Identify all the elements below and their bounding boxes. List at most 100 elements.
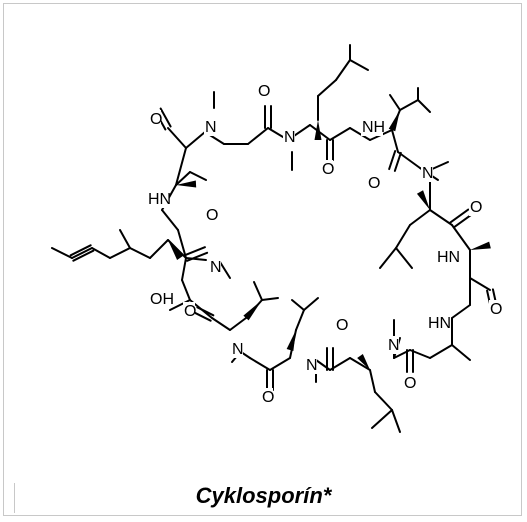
single-bond	[335, 59, 351, 81]
single-bond	[181, 279, 191, 301]
nitrogen-atom: N	[210, 259, 222, 276]
double-bond	[159, 107, 172, 128]
single-bond	[181, 257, 187, 281]
single-bond	[317, 79, 337, 97]
double-bond	[193, 311, 212, 322]
double-bond	[449, 208, 470, 224]
oxygen-atom: O	[404, 375, 416, 392]
single-bond	[291, 299, 305, 311]
single-bond	[169, 299, 191, 311]
single-bond	[229, 317, 247, 331]
single-bond	[389, 94, 401, 111]
single-bond	[167, 127, 187, 149]
single-bond	[451, 304, 471, 319]
label-backing	[469, 198, 481, 216]
single-bond	[391, 409, 401, 433]
single-bond	[119, 229, 131, 249]
single-bond	[109, 247, 131, 259]
oxygen-atom: O	[490, 301, 502, 318]
label-backing	[387, 336, 399, 354]
single-bond	[189, 171, 207, 181]
single-bond	[397, 151, 421, 169]
double-bond	[196, 306, 215, 317]
hn-group: HN	[428, 315, 451, 332]
stereo-wedge	[388, 110, 400, 132]
single-bond	[379, 247, 397, 269]
single-bond	[177, 229, 187, 259]
oxygen-atom: O	[368, 175, 380, 192]
nitrogen-atom: N	[284, 129, 296, 146]
single-bond	[395, 247, 413, 269]
double-bond	[186, 251, 209, 262]
double-bond	[393, 151, 402, 172]
figure-caption: Cyklosporín*	[195, 483, 332, 508]
label-backing	[403, 374, 415, 392]
label-backing	[257, 82, 269, 100]
label-backing	[183, 302, 195, 320]
bonds	[51, 44, 498, 433]
single-bond	[261, 297, 279, 301]
single-bond	[469, 277, 491, 291]
single-bond	[395, 224, 411, 249]
single-bond	[175, 147, 187, 186]
oxygen-atom: O	[336, 317, 348, 334]
double-bond	[72, 249, 95, 262]
double-bond	[452, 213, 473, 229]
nitrogen-atom: N	[306, 357, 318, 374]
single-bond	[369, 369, 376, 393]
label-backing	[367, 174, 379, 192]
single-bond	[399, 99, 419, 111]
oxygen-atom: O	[258, 83, 270, 100]
label-backing	[283, 128, 295, 146]
label-backing	[305, 356, 317, 374]
nitrogen-atom: N	[388, 337, 400, 354]
label-backing	[361, 118, 383, 136]
stereo-wedge	[243, 300, 262, 321]
single-bond	[349, 59, 369, 71]
double-bond	[183, 246, 206, 257]
label-backing	[149, 290, 171, 308]
single-bond	[91, 247, 111, 259]
single-bond	[391, 129, 399, 153]
single-bond	[269, 357, 291, 371]
single-bond	[167, 239, 187, 259]
label-backing	[436, 248, 458, 266]
label-backing	[321, 160, 333, 178]
single-bond	[429, 344, 453, 359]
oxygen-atom: O	[184, 303, 196, 320]
oxygen-atom: O	[470, 199, 482, 216]
single-bond	[303, 297, 319, 311]
oxygen-atom: O	[262, 389, 274, 406]
single-bond	[129, 247, 151, 259]
stereo-wedge	[314, 120, 322, 140]
single-bond	[451, 344, 471, 361]
single-bond	[329, 127, 351, 141]
hn-group: HN	[437, 249, 460, 266]
oxygen-atom: O	[206, 207, 218, 224]
label-backing	[427, 314, 449, 332]
single-bond	[161, 209, 179, 231]
single-bond	[247, 127, 269, 145]
nitrogen-atom: N	[422, 165, 434, 182]
nh-group: NH	[362, 119, 385, 136]
label-backing	[204, 118, 216, 136]
stereo-wedge	[357, 353, 370, 370]
single-bond	[371, 409, 393, 429]
double-bond	[388, 150, 397, 171]
stereo-wedge	[286, 330, 296, 352]
single-bond	[429, 209, 453, 226]
label-backing	[421, 164, 433, 182]
single-bond	[349, 127, 371, 141]
stereo-wedge	[176, 180, 197, 188]
label-backing	[489, 300, 501, 318]
hn-group: HN	[148, 191, 171, 208]
label-backing	[261, 388, 273, 406]
label-backing	[149, 110, 161, 128]
oxygen-atom: O	[322, 161, 334, 178]
single-bond	[185, 131, 206, 149]
nitrogen-atom: N	[205, 119, 217, 136]
single-bond	[451, 224, 471, 251]
single-bond	[349, 357, 371, 371]
